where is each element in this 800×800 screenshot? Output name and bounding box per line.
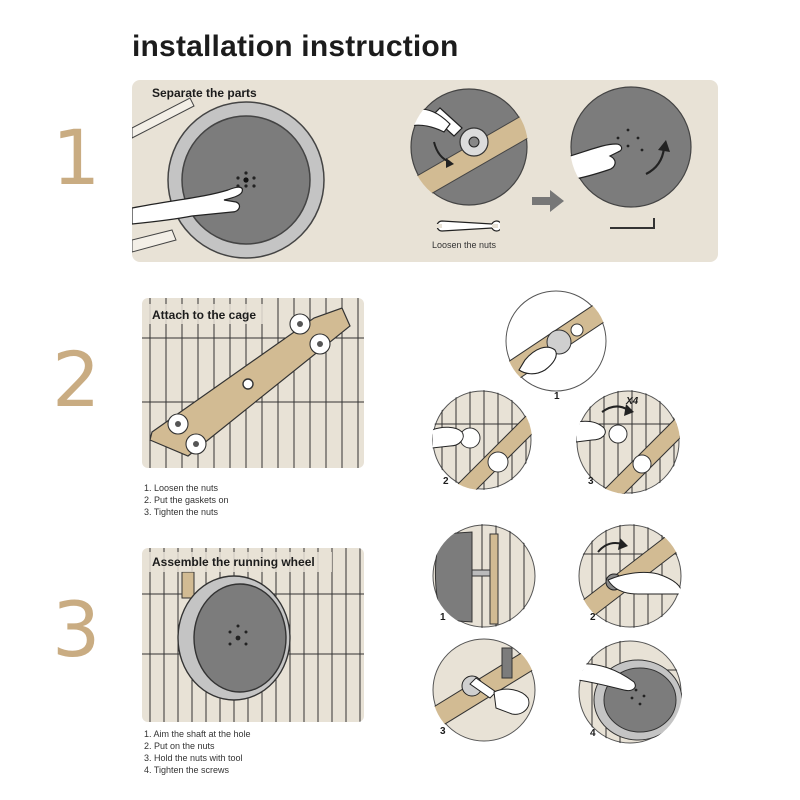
step-3-instructions: 1. Aim the shaft at the hole 2. Put on t… (144, 728, 251, 776)
loosen-nut-circle (410, 88, 528, 206)
allen-key-icon (610, 218, 655, 229)
wheel-assemble-illustration (142, 548, 364, 722)
step-2-number: 2 (52, 335, 101, 424)
step-1-heading: Separate the parts (152, 86, 257, 100)
step-2-heading: Attach to the cage (152, 308, 257, 322)
step-3-instruction-3: 3. Hold the nuts with tool (144, 753, 243, 763)
step-3-detail-4 (578, 640, 682, 744)
step-3-instruction-2: 2. Put on the nuts (144, 741, 215, 751)
step-3-instruction-4: 4. Tighten the screws (144, 765, 230, 775)
remove-wheel-circle (570, 86, 692, 208)
cage-attach-illustration (142, 298, 364, 468)
step-2-detail-3 (576, 390, 680, 494)
step-3-heading: Assemble the running wheel (152, 555, 315, 569)
step-3-sub-label-2: 2 (590, 612, 596, 623)
step-1-number: 1 (52, 113, 101, 202)
hand-icon (132, 186, 243, 225)
page-title: installation instruction (132, 30, 459, 63)
step-1-caption: Loosen the nuts (432, 240, 497, 250)
step-2-sub-label-2: 2 (443, 476, 449, 487)
step-2-instruction-2: 2. Put the gaskets on (144, 495, 229, 505)
step-2-detail-1 (505, 290, 607, 392)
step-2-detail-2 (432, 390, 532, 490)
step-3-sub-label-3: 3 (440, 726, 446, 737)
step-3-sub-label-1: 1 (440, 612, 446, 623)
step-3-instruction-1: 1. Aim the shaft at the hole (144, 729, 251, 739)
step-1-illustration (132, 97, 325, 259)
step-3-number: 3 (52, 585, 101, 674)
step-3-sub-label-4: 4 (590, 728, 596, 739)
step-2-sub-label-3: 3 (588, 476, 594, 487)
step-3-detail-3 (432, 638, 536, 742)
step-3-panel: Assemble the running wheel (142, 548, 364, 722)
wrench-icon (436, 220, 500, 232)
arrow-right-icon (532, 190, 564, 212)
step-3-detail-1 (432, 524, 536, 628)
step-2-panel: Attach to the cage (142, 298, 364, 468)
step-2-instructions: 1. Loosen the nuts 2. Put the gaskets on… (144, 482, 229, 518)
step-2-multiplier: X4 (626, 396, 639, 407)
step-2-sub-label-1: 1 (554, 391, 560, 402)
step-2-instruction-1: 1. Loosen the nuts (144, 483, 219, 493)
step-3-detail-2 (578, 524, 682, 628)
step-2-instruction-3: 3. Tighten the nuts (144, 507, 219, 517)
step-1-panel: Separate the parts (132, 80, 718, 262)
